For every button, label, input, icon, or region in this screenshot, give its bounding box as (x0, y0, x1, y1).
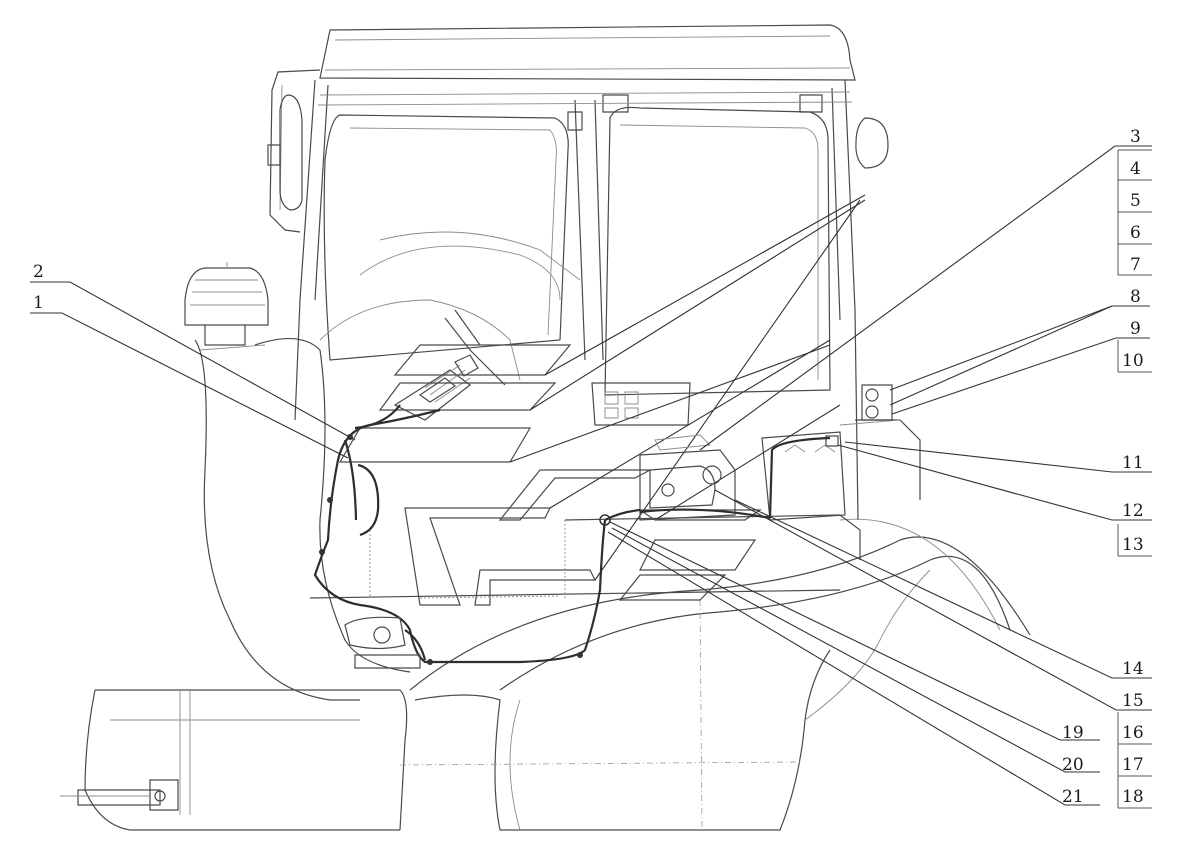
callout-13: 13 (1122, 535, 1144, 555)
callout-11: 11 (1122, 453, 1144, 473)
callout-14: 14 (1122, 659, 1144, 679)
callout-3: 3 (1130, 127, 1141, 147)
left-fender (184, 262, 411, 701)
callout-leaders (30, 145, 1152, 806)
seat-and-steering (319, 231, 581, 421)
callout-12: 12 (1122, 501, 1144, 521)
callout-21: 21 (1062, 787, 1084, 807)
callout-15: 15 (1122, 691, 1144, 711)
connector-block (825, 384, 893, 447)
callout-2: 2 (33, 262, 44, 282)
cab-outline (267, 24, 889, 521)
lower-body (60, 419, 1031, 831)
callout-18: 18 (1122, 787, 1144, 807)
panel-outlines (338, 194, 866, 606)
callout-7: 7 (1130, 255, 1141, 275)
callout-19: 19 (1062, 723, 1084, 743)
callout-16: 16 (1122, 723, 1144, 743)
callout-20: 20 (1062, 755, 1084, 775)
callout-1: 1 (33, 293, 44, 313)
callout-8: 8 (1130, 287, 1141, 307)
callout-6: 6 (1130, 223, 1141, 243)
callout-9: 9 (1130, 319, 1141, 339)
callout-labels: 2 1 3 4 5 6 7 8 9 10 11 12 13 14 15 16 1… (33, 127, 1144, 807)
callout-column-separators (1117, 149, 1152, 809)
callout-17: 17 (1122, 755, 1144, 775)
control-unit (639, 434, 736, 521)
callout-4: 4 (1130, 159, 1141, 179)
wiring-harness (313, 404, 831, 669)
callout-10: 10 (1122, 351, 1144, 371)
callout-5: 5 (1130, 191, 1141, 211)
